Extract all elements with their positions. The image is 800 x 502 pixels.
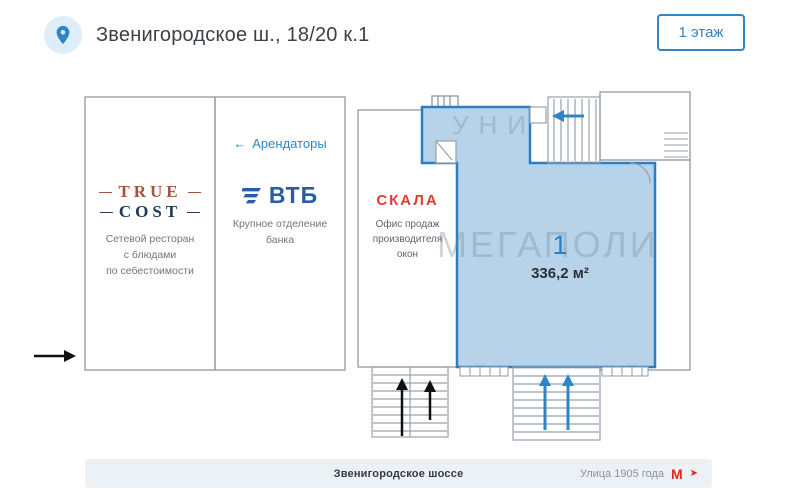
location-pin-icon [44,16,82,54]
unit-area: 336,2 м² [531,265,589,282]
street-name: Звенигородское шоссе [333,467,464,480]
true-cost-word-1: TRUE [118,182,182,201]
top-staircase [547,96,601,164]
tenants-label-text: Арендаторы [252,136,327,151]
unit-number: 1 [552,230,568,260]
tenant-true-cost: TRUE COST Сетевой ресторан с блюдами по … [85,182,215,279]
logo-rule [187,191,201,193]
logo-rule [99,191,113,193]
metro-station-name: Улица 1905 года [579,467,664,480]
floor-selector-button[interactable]: 1 этаж [657,14,745,51]
vtb-logo-icon [241,186,264,206]
door-details [435,106,651,184]
unit-1-label: 1 336,2 м² [500,230,620,282]
page-title: Звенигородское ш., 18/20 к.1 [96,24,370,46]
metro-group: Улица 1905 года М ➤ [580,466,698,482]
vtb-description: Крупное отделение банка [232,218,328,246]
true-cost-description: Сетевой ресторан с блюдами по себестоимо… [105,233,195,277]
skala-description: Офис продаж производителя окон [372,219,443,260]
right-stair-detail [664,132,688,158]
skala-name: СКАЛА [376,192,439,209]
street-bar: Звенигородское шоссе Улица 1905 года М ➤ [85,459,712,488]
logo-rule [187,211,201,213]
metro-direction-arrow-icon: ➤ [689,468,698,479]
true-cost-word-2: COST [118,202,182,221]
left-arrow-icon: ← [233,136,247,151]
tenant-skala: СКАЛА Офис продаж производителя окон [358,192,457,262]
tenants-label: ← Арендаторы [215,136,345,151]
tenant-vtb: ВТБ Крупное отделение банка [215,182,345,249]
entrance-arrows-black-icon [34,350,436,436]
logo-rule [99,211,113,213]
entrance-arrows-blue-icon [539,110,584,430]
bottom-left-staircase [371,366,449,438]
vtb-name: ВТБ [268,182,319,208]
bottom-right-staircase [512,366,601,441]
metro-logo-icon: М [670,465,683,482]
unit-1-region[interactable] [420,105,657,369]
window-sills [459,366,649,377]
